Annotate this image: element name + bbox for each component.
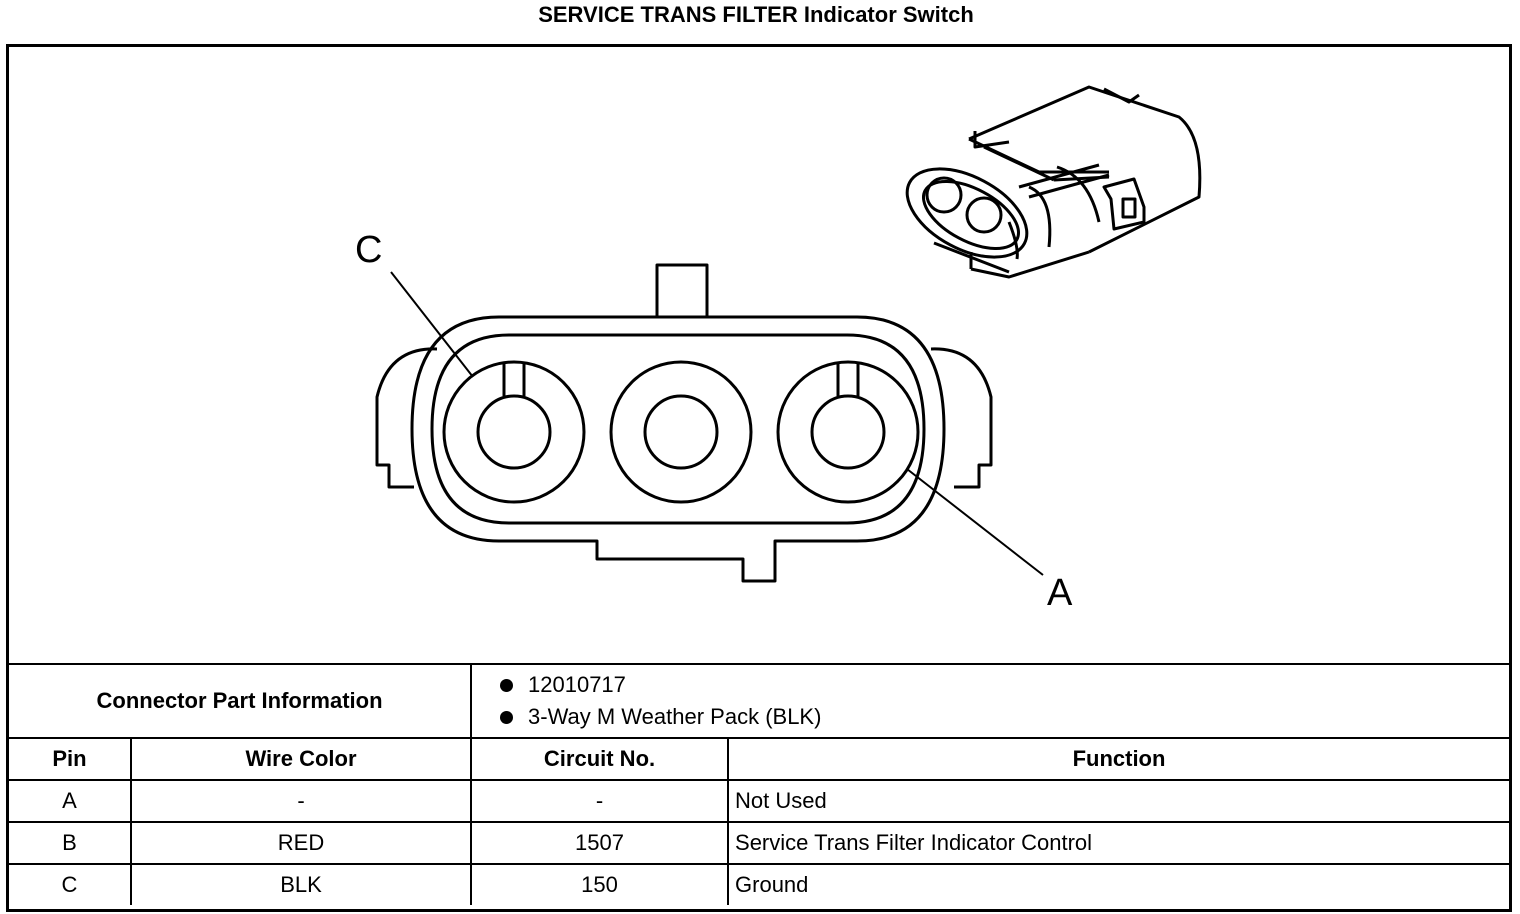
function-cell: Ground	[727, 863, 1509, 905]
function-cell: Service Trans Filter Indicator Control	[727, 821, 1509, 865]
circuit-cell: 1507	[470, 821, 730, 865]
connector-info-row: Connector Part Information 12010717 3-Wa…	[9, 663, 1509, 739]
diagram-frame: C A	[6, 44, 1512, 912]
wire-color-cell: RED	[129, 821, 473, 865]
cavity-c	[442, 360, 586, 504]
key-tab	[655, 263, 709, 317]
connector-face-drawing: C A	[355, 85, 1202, 614]
right-latch	[930, 347, 993, 489]
connector-type: 3-Way M Weather Pack (BLK)	[478, 701, 1503, 733]
header-circuit-no: Circuit No.	[470, 737, 730, 781]
connector-part-number: 12010717	[478, 669, 1503, 701]
bullet-icon	[500, 679, 514, 692]
function-cell: Not Used	[727, 779, 1509, 823]
left-latch	[375, 347, 438, 489]
housing-outer	[410, 315, 946, 583]
connector-iso-drawing	[905, 85, 1202, 279]
table-row: A - - Not Used	[9, 779, 1509, 823]
table-row: C BLK 150 Ground	[9, 863, 1509, 905]
circuit-cell: -	[470, 779, 730, 823]
connector-info-label: Connector Part Information	[9, 663, 473, 739]
header-function: Function	[727, 737, 1509, 781]
pin-cell: A	[9, 779, 132, 823]
wire-color-cell: BLK	[129, 863, 473, 905]
callout-c: C	[355, 229, 382, 271]
leader-a	[906, 468, 1044, 576]
cavity-a	[776, 360, 920, 504]
housing-inner	[430, 333, 926, 525]
callout-a: A	[1047, 572, 1073, 614]
pin-cell: B	[9, 821, 132, 865]
circuit-cell: 150	[470, 863, 730, 905]
connector-info-values: 12010717 3-Way M Weather Pack (BLK)	[470, 663, 1509, 739]
table-row: B RED 1507 Service Trans Filter Indicato…	[9, 821, 1509, 865]
cavity-b	[609, 360, 753, 504]
page-title: SERVICE TRANS FILTER Indicator Switch	[538, 2, 974, 27]
leader-c	[390, 271, 474, 378]
pinout-table: Connector Part Information 12010717 3-Wa…	[9, 663, 1509, 905]
connector-figure: C A	[9, 47, 1509, 663]
pin-cell: C	[9, 863, 132, 905]
header-wire-color: Wire Color	[129, 737, 473, 781]
table-header-row: Pin Wire Color Circuit No. Function	[9, 737, 1509, 781]
header-pin: Pin	[9, 737, 132, 781]
bullet-icon	[500, 711, 514, 724]
wire-color-cell: -	[129, 779, 473, 823]
